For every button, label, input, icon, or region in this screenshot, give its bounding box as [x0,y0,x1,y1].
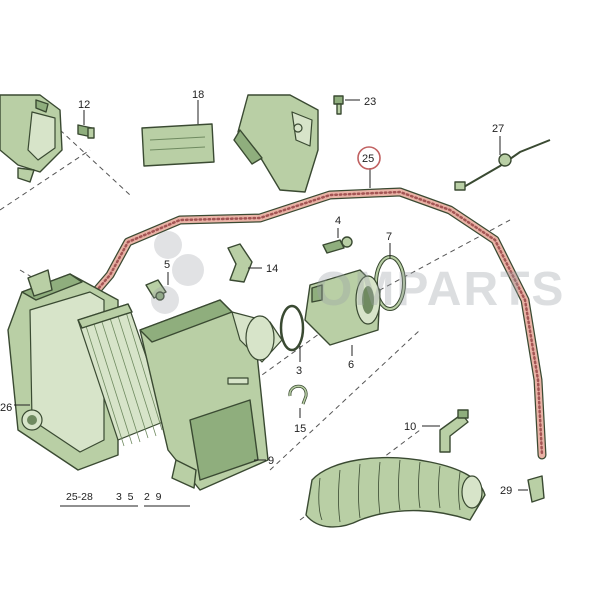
intake-duct-part [0,94,63,183]
part-10-fitting [439,409,469,453]
part-14-bracket [227,243,253,283]
label-18: 18 [192,89,204,101]
corrugated-intake-hose [305,457,486,528]
label-14: 14 [266,263,278,275]
watermark-text: OMPARTS [315,263,565,316]
label-29: 29 [500,485,512,497]
part-6-airflow-sensor [304,269,381,346]
label-25-highlight [357,146,381,170]
leader-lines [14,99,528,507]
part-3-seal [279,304,305,352]
label-10: 10 [404,421,416,433]
label-12: 12 [78,99,90,111]
label-3-5: 3 5 [116,491,134,503]
watermark: OMPARTS [151,231,565,316]
label-9: 9 [268,455,274,467]
label-25: 25 [362,153,374,165]
part-18-pad [141,123,215,167]
label-26: 26 [0,402,12,414]
label-23: 23 [364,96,376,108]
part-29-plug [527,475,545,503]
label-5: 5 [164,259,170,271]
label-3: 3 [296,365,302,377]
part-5-grommet [145,279,167,301]
label-27: 27 [492,123,504,135]
label-4: 4 [335,215,341,227]
part-27-clip [454,139,551,191]
part-23-screw [333,95,344,115]
filter-housing-cover [139,299,283,491]
label-7: 7 [386,231,392,243]
label-25-28: 25-28 [66,491,93,503]
air-filter-element [77,303,169,447]
part-4-bolt [322,236,353,254]
label-6: 6 [348,359,354,371]
part-number-labels: 12 18 23 25 27 4 7 5 14 3 6 26 15 10 9 2… [0,89,512,503]
label-2-9: 2 9 [144,491,162,503]
label-15: 15 [294,423,306,435]
upper-duct-bracket [233,94,319,193]
part-15-clip [288,384,308,405]
part-12-bolt [77,124,95,139]
